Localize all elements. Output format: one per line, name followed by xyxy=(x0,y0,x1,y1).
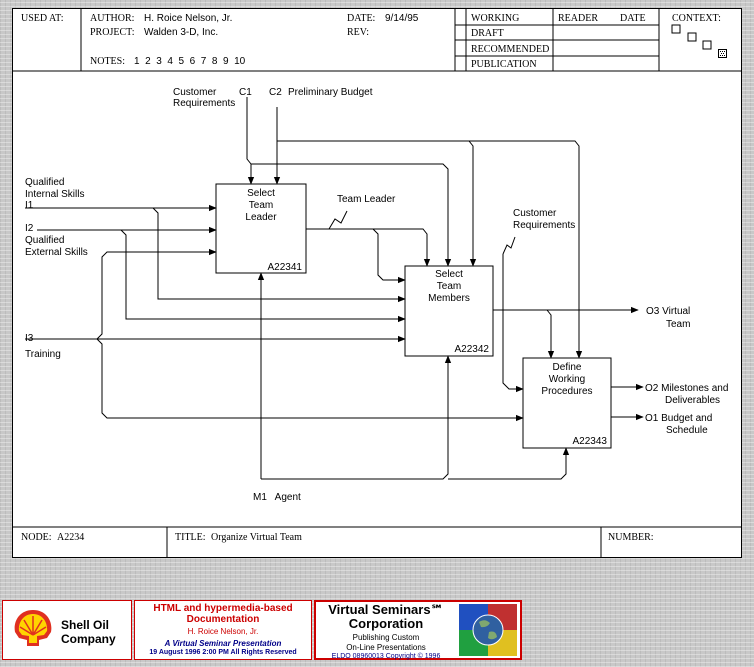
notes-numbers: 1 2 3 4 5 6 7 8 9 10 xyxy=(134,56,246,67)
presentation-date: 19 August 1996 2:00 PM All Rights Reserv… xyxy=(149,649,297,656)
o3-label: O3 Virtual xyxy=(646,306,690,317)
project-value: Walden 3-D, Inc. xyxy=(144,27,218,38)
i3-code: I3 xyxy=(25,333,34,344)
arrow-labels: Customer Requirements C1 C2 Preliminary … xyxy=(25,87,728,503)
i2-code: I2 xyxy=(25,223,34,234)
doc-title: HTML and hypermedia-based Documentation xyxy=(153,603,293,625)
activity-box-define-working-procedures: Define Working Procedures A22343 xyxy=(522,357,612,449)
svg-text:Procedures: Procedures xyxy=(541,386,592,397)
o1-label: O1 Budget and xyxy=(645,413,712,424)
c2-name: Preliminary Budget xyxy=(288,87,373,98)
arrow-network xyxy=(25,97,644,480)
doc-author: H. Roice Nelson, Jr. xyxy=(187,627,259,636)
svg-text:Leader: Leader xyxy=(245,212,277,223)
i3-name: Training xyxy=(25,349,61,360)
globe-logo-icon xyxy=(459,604,517,656)
footer-block: NODE: A2234 TITLE: Organize Virtual Team… xyxy=(13,526,741,557)
idef0-diagram: USED AT: AUTHOR: H. Roice Nelson, Jr. PR… xyxy=(13,9,741,557)
i1-code: I1 xyxy=(25,200,34,211)
status-publication: PUBLICATION xyxy=(471,59,537,70)
c1-code: C1 xyxy=(239,87,252,98)
team-leader-label: Team Leader xyxy=(337,194,396,205)
author-value: H. Roice Nelson, Jr. xyxy=(144,13,232,24)
box-node-number: A22342 xyxy=(455,344,490,355)
vs-text-block: Virtual Seminars℠ Corporation Publishing… xyxy=(316,602,456,661)
m1-label: M1 Agent xyxy=(253,492,301,503)
shell-company-name: Shell Oil Company xyxy=(61,618,116,646)
o1-label-2: Schedule xyxy=(666,425,708,436)
header-block: USED AT: AUTHOR: H. Roice Nelson, Jr. PR… xyxy=(13,9,741,72)
o3-label-2: Team xyxy=(666,319,690,330)
c1-name-2: Requirements xyxy=(173,98,235,109)
i1-name: Qualified xyxy=(25,177,64,188)
title-value: Organize Virtual Team xyxy=(211,532,302,543)
reader-label: READER xyxy=(558,13,598,24)
svg-text:Team: Team xyxy=(249,200,273,211)
shell-logo-panel[interactable]: Shell Oil Company xyxy=(2,600,132,660)
box-node-number: A22341 xyxy=(268,262,303,273)
customer-requirements-label-2: Requirements xyxy=(513,220,575,231)
i1-name-2: Internal Skills xyxy=(25,189,84,200)
sponsor-banner: Shell Oil Company HTML and hypermedia-ba… xyxy=(0,596,754,667)
status-working: WORKING xyxy=(471,13,519,24)
rev-label: REV: xyxy=(347,27,369,38)
date-value: 9/14/95 xyxy=(385,13,419,24)
author-label: AUTHOR: xyxy=(90,13,134,24)
title-label: TITLE: xyxy=(175,532,206,543)
vs-copyright: ELDO 08960013 Copyright © 1996 xyxy=(331,653,441,660)
box-node-number: A22343 xyxy=(573,436,608,447)
status-draft: DRAFT xyxy=(471,28,504,39)
c2-code: C2 xyxy=(269,87,282,98)
svg-text:Define: Define xyxy=(553,362,582,373)
status-recommended: RECOMMENDED xyxy=(471,44,549,55)
activity-box-select-team-members: Select Team Members A22342 xyxy=(404,265,494,357)
reader-date-label: DATE xyxy=(620,13,646,24)
virtual-seminars-panel[interactable]: Virtual Seminars℠ Corporation Publishing… xyxy=(314,600,522,660)
used-at-label: USED AT: xyxy=(21,13,64,24)
context-label: CONTEXT: xyxy=(672,13,721,24)
project-label: PROJECT: xyxy=(90,27,135,38)
svg-text:Members: Members xyxy=(428,293,470,304)
shell-logo-icon xyxy=(14,610,52,646)
svg-text:Select: Select xyxy=(435,269,463,280)
vs-company-name: Virtual Seminars℠ Corporation xyxy=(328,602,444,631)
presentation-label: A Virtual Seminar Presentation xyxy=(164,639,282,648)
context-node-squares-icon xyxy=(671,24,727,58)
notes-label: NOTES: xyxy=(90,56,125,67)
customer-requirements-label: Customer xyxy=(513,208,557,219)
doc-title-panel[interactable]: HTML and hypermedia-based Documentation … xyxy=(134,600,312,660)
i2-name-2: External Skills xyxy=(25,247,88,258)
o2-label-2: Deliverables xyxy=(665,395,720,406)
idef0-diagram-sheet: USED AT: AUTHOR: H. Roice Nelson, Jr. PR… xyxy=(12,8,742,558)
number-label: NUMBER: xyxy=(608,532,654,543)
node-value: A2234 xyxy=(57,532,84,543)
svg-text:Select: Select xyxy=(247,188,275,199)
o2-label: O2 Milestones and xyxy=(645,383,728,394)
svg-text:Team: Team xyxy=(437,281,461,292)
vs-subtitle: Publishing Custom On-Line Presentations xyxy=(346,633,426,652)
activity-box-select-team-leader: Select Team Leader A22341 xyxy=(215,183,307,274)
svg-text:Working: Working xyxy=(549,374,586,385)
node-label: NODE: xyxy=(21,532,52,543)
c1-name: Customer xyxy=(173,87,217,98)
date-label: DATE: xyxy=(347,13,375,24)
i2-name: Qualified xyxy=(25,235,64,246)
